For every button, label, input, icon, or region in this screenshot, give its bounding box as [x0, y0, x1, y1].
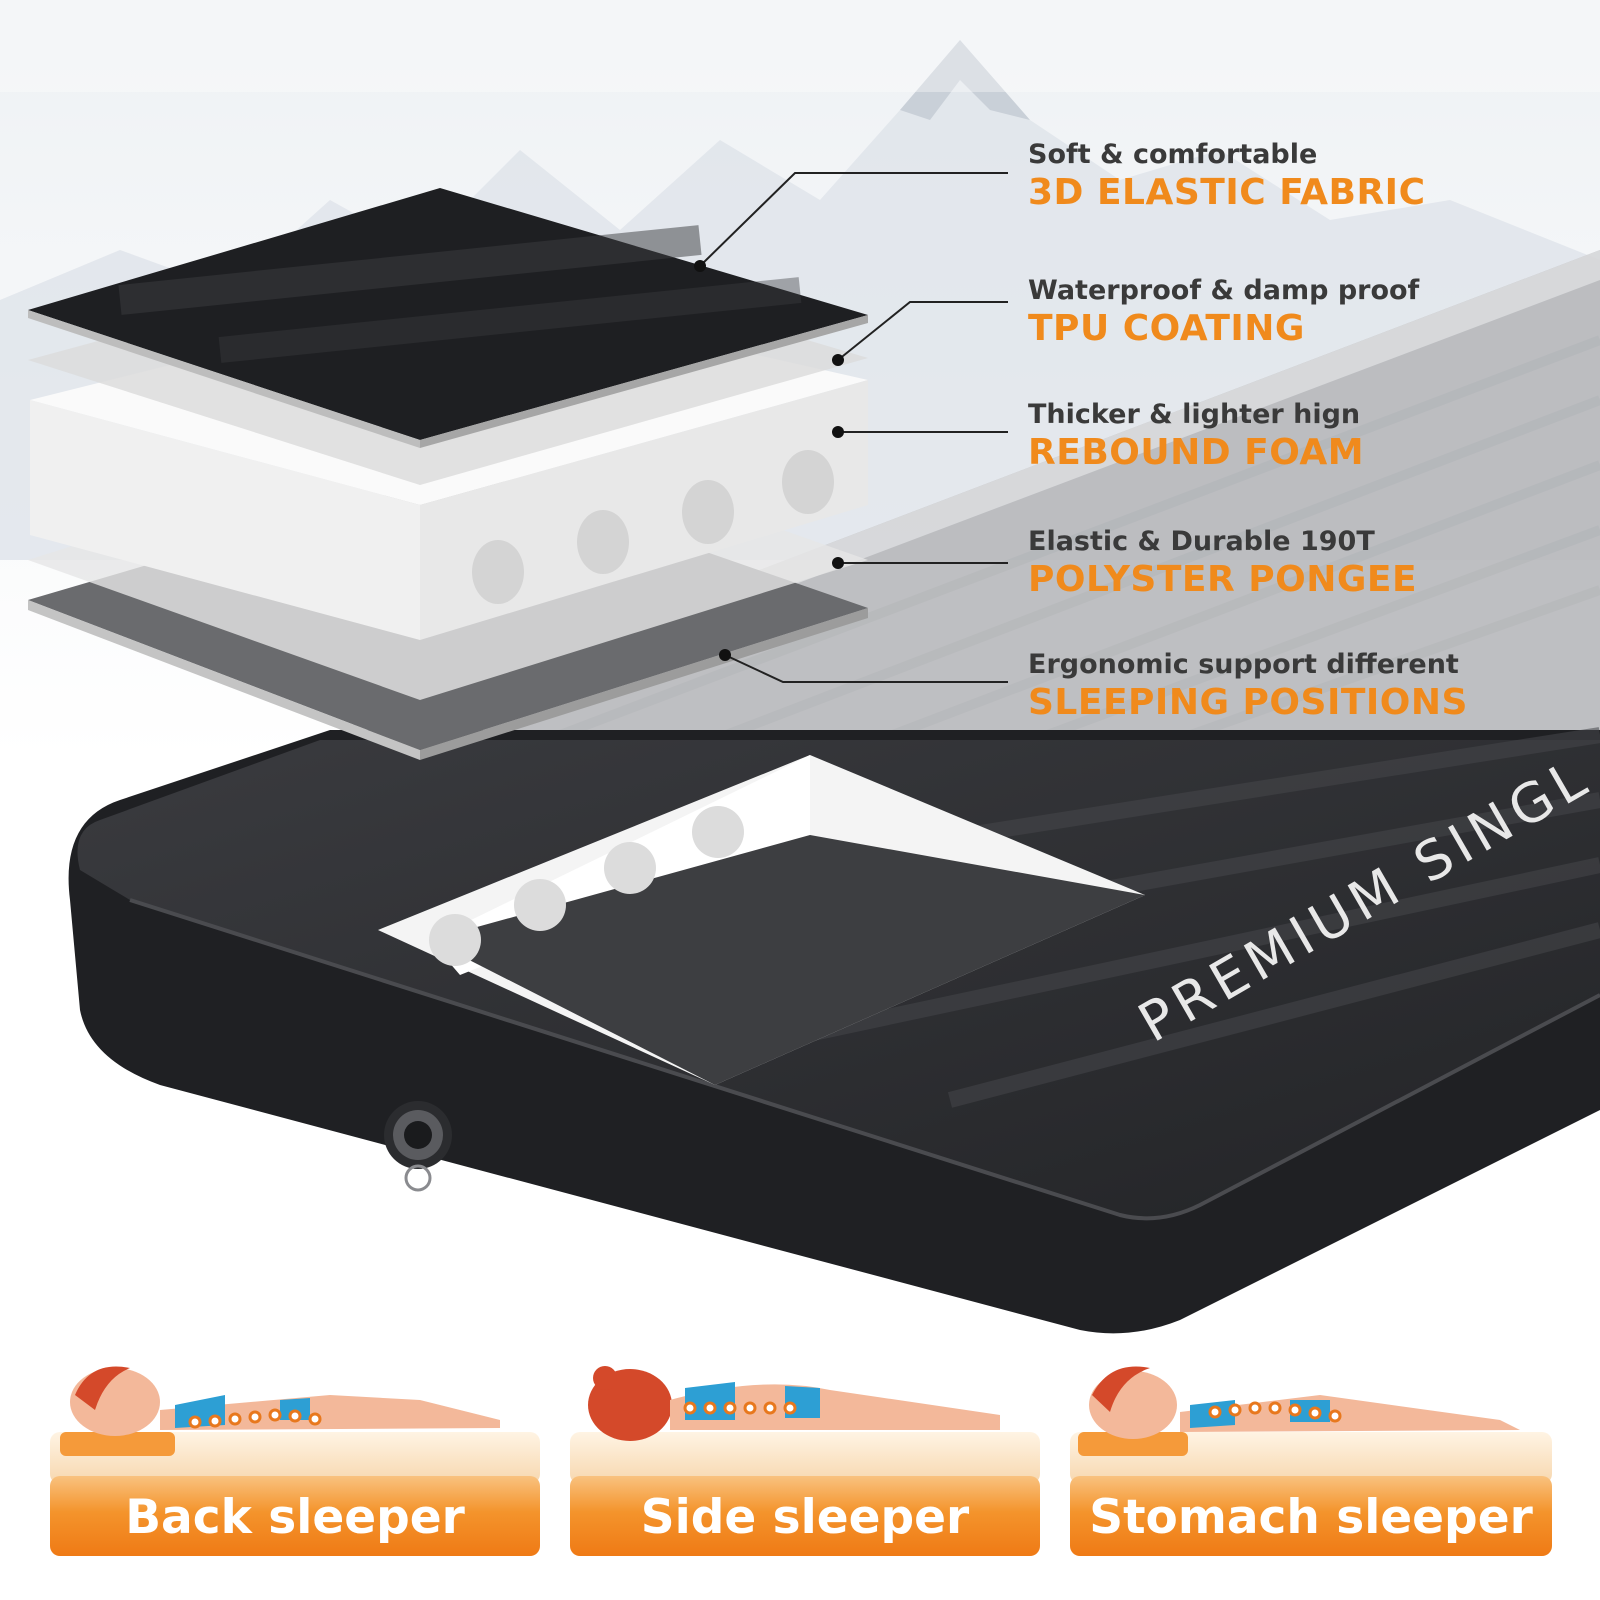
- position-panels: [50, 1366, 1552, 1484]
- feature-positions: Ergonomic support different SLEEPING POS…: [1028, 648, 1468, 724]
- exploded-layers: [28, 188, 868, 760]
- feature-title: REBOUND FOAM: [1028, 432, 1365, 473]
- sleeping-mat: [68, 727, 1600, 1334]
- feature-title: TPU COATING: [1028, 308, 1305, 349]
- feature-tpu: Waterproof & damp proof TPU COATING: [1028, 274, 1419, 350]
- feature-subtitle: Soft & comfortable: [1028, 139, 1318, 170]
- feature-subtitle: Thicker & lighter hign: [1028, 399, 1361, 430]
- spine-dots-icon: [188, 1408, 322, 1429]
- air-valve-icon: [384, 1101, 452, 1192]
- feature-title: POLYSTER PONGEE: [1028, 559, 1418, 600]
- leader-dots: [694, 260, 844, 661]
- back-sleeper-label: Back sleeper: [50, 1476, 540, 1556]
- feature-foam: Thicker & lighter hign REBOUND FOAM: [1028, 398, 1364, 474]
- side-sleeper-label: Side sleeper: [570, 1476, 1040, 1556]
- feature-pongee: Elastic & Durable 190T POLYSTER PONGEE: [1028, 525, 1417, 601]
- feature-title: SLEEPING POSITIONS: [1028, 682, 1468, 723]
- back-sleeper-figure: [70, 1368, 160, 1436]
- feature-subtitle: Waterproof & damp proof: [1028, 275, 1420, 306]
- feature-fabric: Soft & comfortable 3D ELASTIC FABRIC: [1028, 138, 1426, 214]
- leader-lines: [699, 172, 1008, 683]
- stomach-sleeper-label: Stomach sleeper: [1070, 1476, 1552, 1556]
- feature-subtitle: Ergonomic support different: [1028, 649, 1459, 680]
- feature-subtitle: Elastic & Durable 190T: [1028, 526, 1375, 557]
- feature-title: 3D ELASTIC FABRIC: [1028, 172, 1426, 213]
